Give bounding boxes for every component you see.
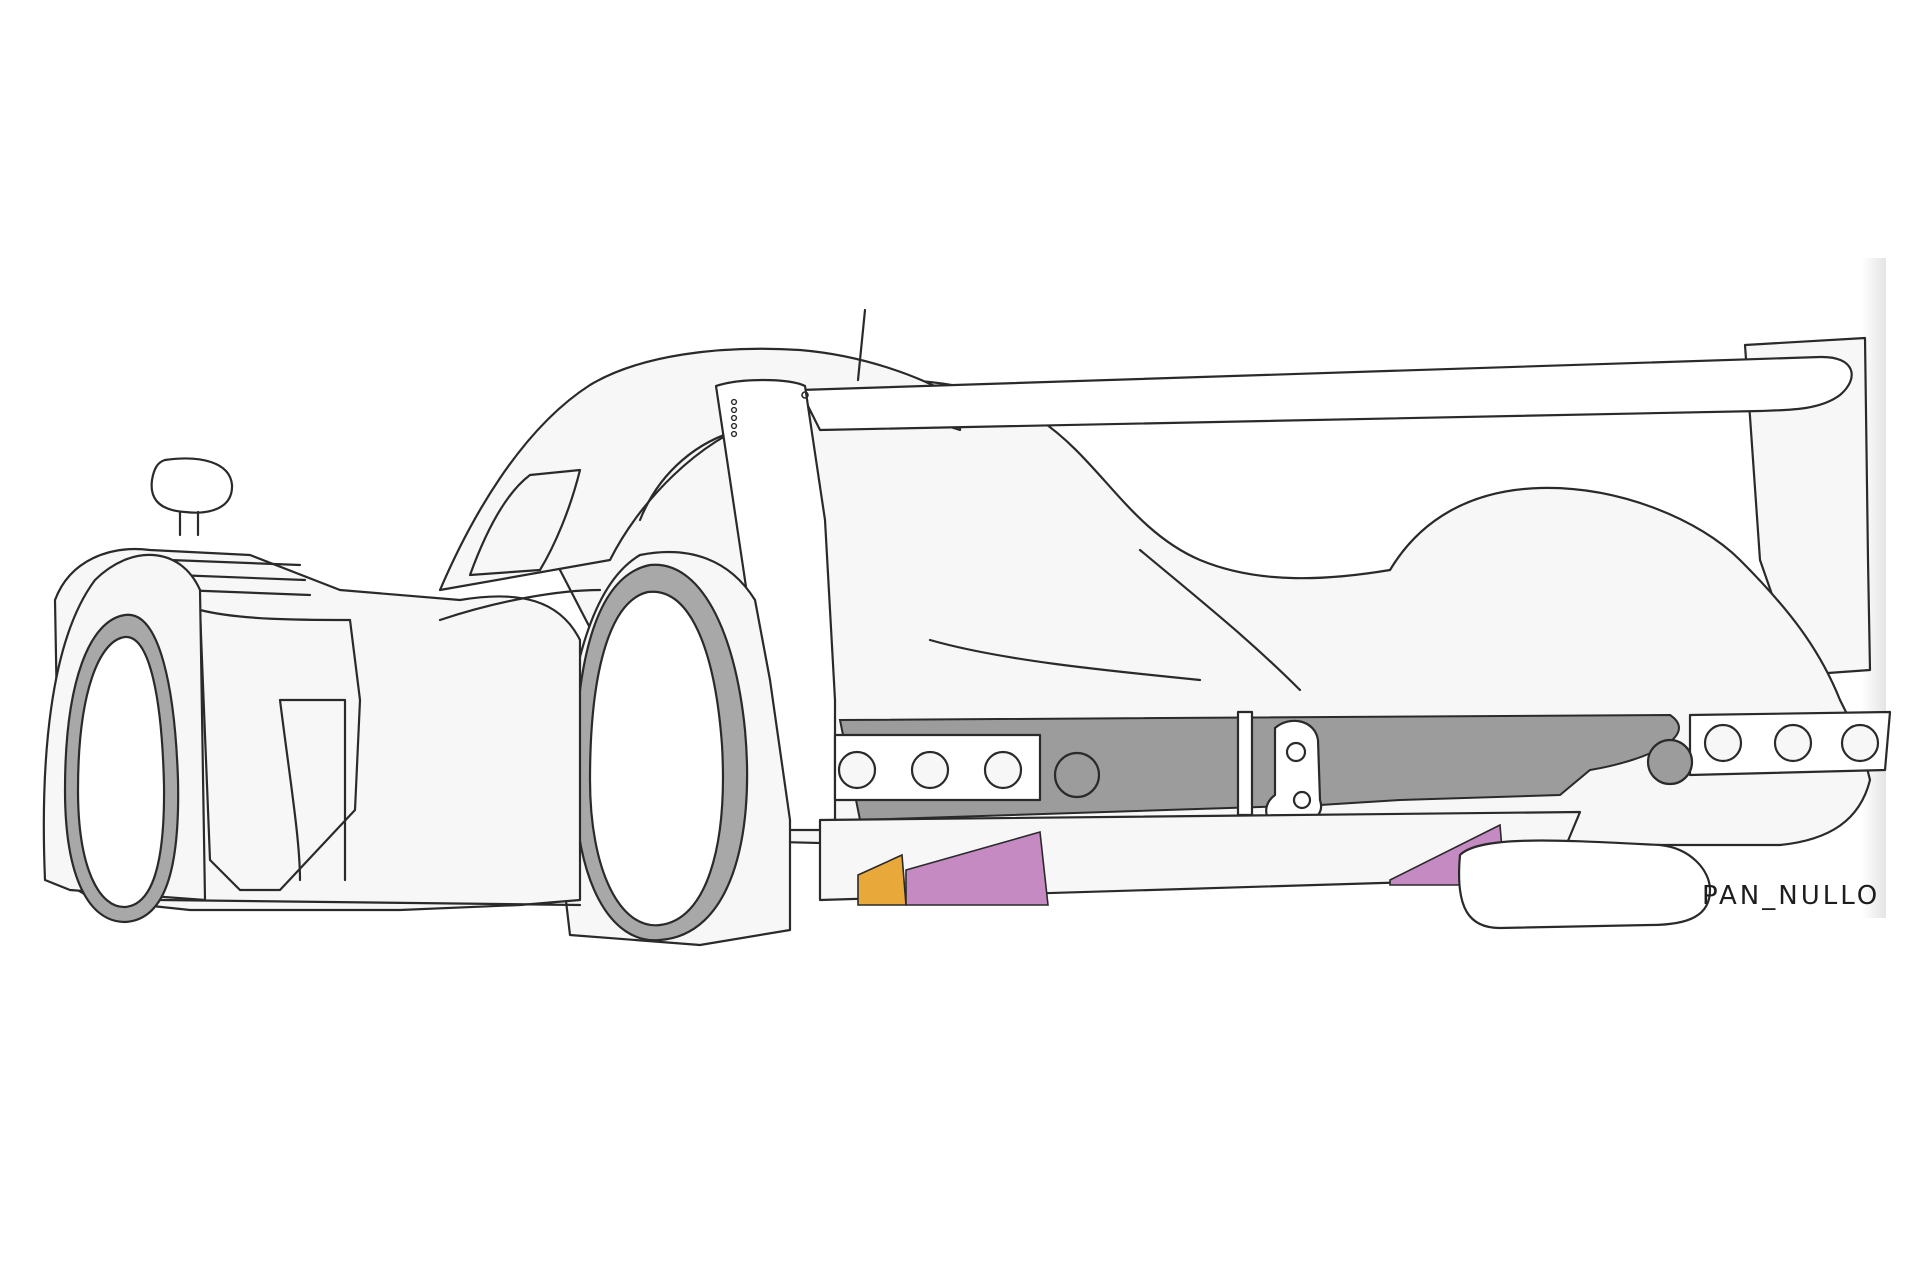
rear-light	[837, 750, 877, 790]
rear-light	[1773, 723, 1813, 763]
rear-lights-left	[837, 750, 1101, 799]
fin-dot	[801, 391, 809, 399]
rear-light	[1840, 723, 1880, 763]
rear-light	[1703, 723, 1743, 763]
front-splitter	[158, 898, 582, 907]
rear-light	[983, 750, 1023, 790]
rear-lights-right	[1646, 723, 1880, 786]
artist-signature: PAN_NULLO	[1702, 881, 1881, 911]
canopy-window	[468, 468, 582, 577]
fin-dots	[730, 398, 738, 438]
purple-aero-element-front	[905, 830, 1049, 906]
mirror-stalk	[178, 510, 200, 537]
rear-wing-endplate	[1743, 336, 1872, 677]
engine-cover-line	[928, 548, 1302, 692]
floor-slot	[1236, 710, 1254, 817]
sidepod-line	[438, 588, 602, 622]
floor-grey-panel	[838, 713, 1680, 822]
antenna	[856, 308, 867, 382]
rear-wheel-far	[1458, 839, 1712, 930]
front-vents	[168, 558, 312, 597]
front-intake-inner	[278, 698, 347, 882]
front-rim	[76, 635, 166, 909]
rear-wing-mainplane	[798, 355, 1853, 432]
rear-light	[1053, 751, 1101, 799]
rear-rim-near	[588, 590, 724, 927]
front-intake	[198, 608, 362, 892]
side-mirror	[150, 457, 234, 514]
floor-bracket	[1265, 719, 1323, 824]
rear-light	[1646, 738, 1694, 786]
bracket-hole	[1285, 741, 1307, 763]
bracket-hole-2	[1292, 790, 1312, 810]
rear-light	[910, 750, 950, 790]
